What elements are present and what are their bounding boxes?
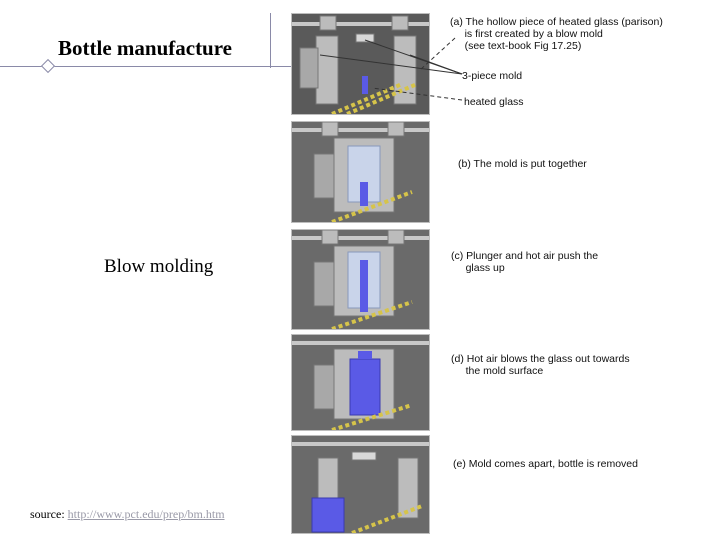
mold-diagram-c (292, 230, 429, 329)
panel-a-caption: (a) The hollow piece of heated glass (pa… (450, 16, 663, 52)
panel-c-caption: (c) Plunger and hot air push the glass u… (451, 250, 599, 274)
title-rule (0, 66, 292, 67)
mold-diagram-a (292, 14, 429, 114)
source-line: source: http://www.pct.edu/prep/bm.htm (30, 507, 225, 522)
title-rule-vertical (270, 13, 271, 68)
panel-a-image (291, 13, 430, 115)
source-label: source: (30, 507, 65, 521)
slide-subtitle: Blow molding (104, 256, 214, 277)
panel-e-caption: (e) Mold comes apart, bottle is removed (453, 458, 638, 470)
panel-d-caption: (d) Hot air blows the glass out towards … (451, 353, 630, 377)
panel-e-image (291, 435, 430, 534)
panel-b-image (291, 121, 430, 223)
panel-b-caption: (b) The mold is put together (458, 158, 587, 170)
label-heated-glass: heated glass (464, 96, 524, 108)
mold-diagram-b (292, 122, 429, 222)
mold-diagram-d (292, 335, 429, 430)
panel-c-image (291, 229, 430, 330)
bullet-diamond-icon (40, 58, 56, 74)
label-3-piece-mold: 3-piece mold (462, 70, 523, 82)
source-link[interactable]: http://www.pct.edu/prep/bm.htm (67, 507, 225, 521)
panel-d-image (291, 334, 430, 431)
slide-title: Bottle manufacture (58, 36, 232, 60)
mold-diagram-e (292, 436, 429, 533)
